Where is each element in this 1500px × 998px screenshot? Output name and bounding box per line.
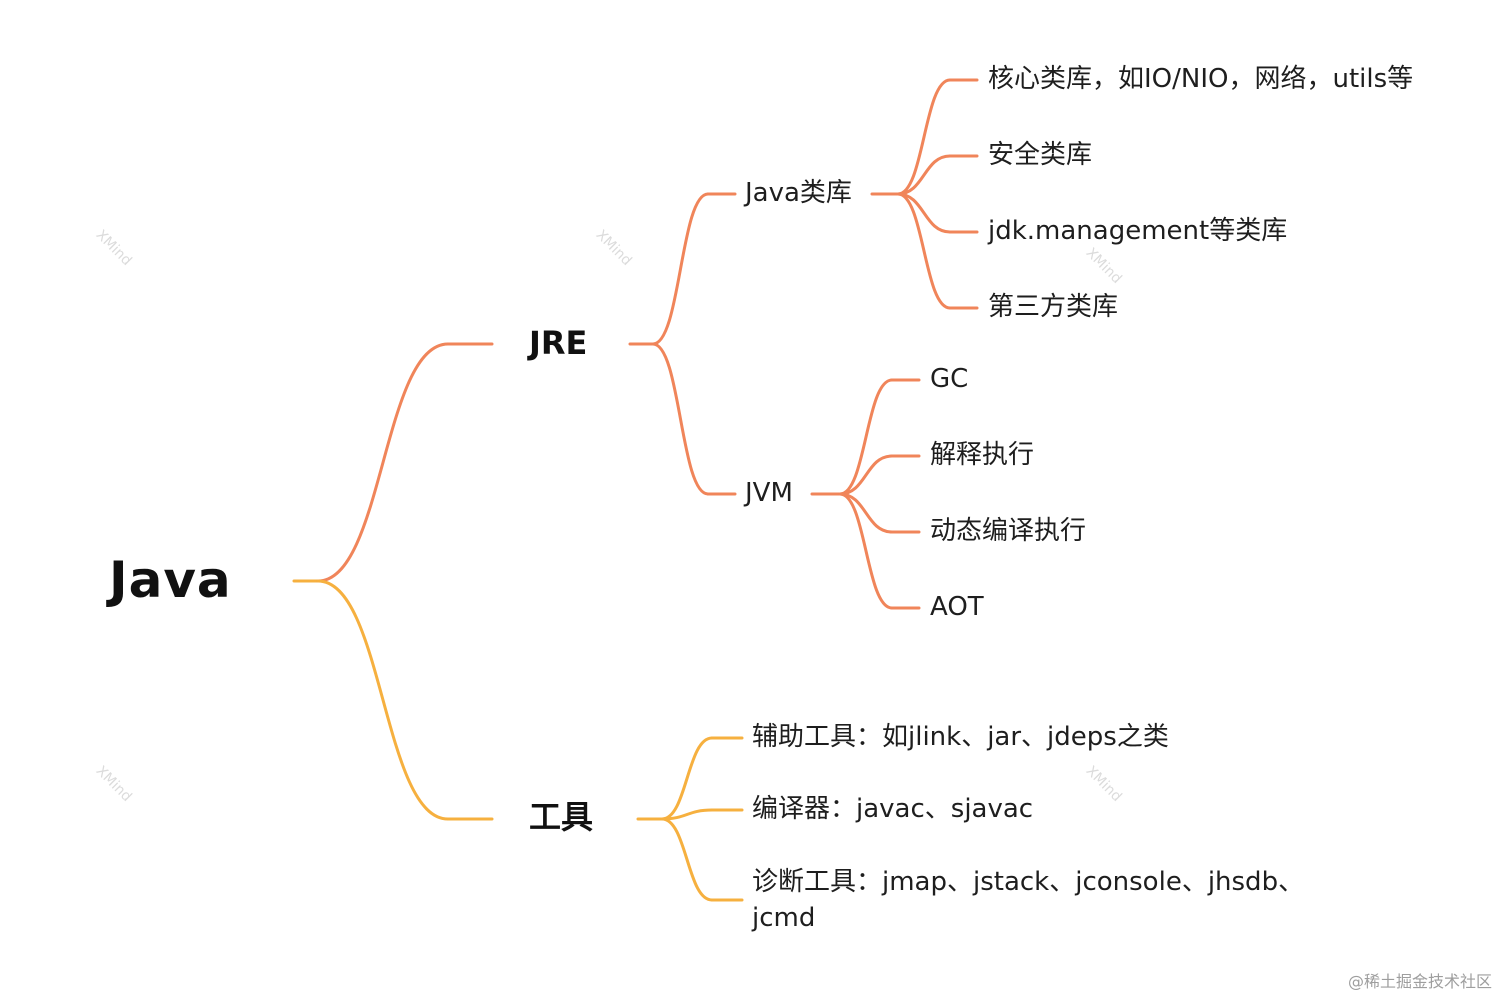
connector-classlib-leaf <box>896 154 952 196</box>
leaf-aot[interactable]: AOT <box>930 592 984 622</box>
leaf-auxiliary-tools[interactable]: 辅助工具：如jlink、jar、jdeps之类 <box>752 722 1169 752</box>
leaf-interpreter[interactable]: 解释执行 <box>930 440 1035 470</box>
connector-jvm-leaf <box>838 492 894 610</box>
leaf-third-party-libraries[interactable]: 第三方类库 <box>988 292 1119 322</box>
connector-tools-leaf <box>660 736 714 821</box>
branch-jre[interactable]: JRE <box>529 324 588 362</box>
connector-jvm-leaf <box>838 492 894 534</box>
connector-jvm-leaf <box>838 454 894 496</box>
branch-tools[interactable]: 工具 <box>529 798 594 836</box>
leaf-security-libraries[interactable]: 安全类库 <box>988 140 1093 170</box>
leaf-jdk-management[interactable]: jdk.management等类库 <box>988 216 1288 246</box>
connector-jre-classlib <box>651 192 710 346</box>
leaf-core-libraries[interactable]: 核心类库，如IO/NIO，网络，utils等 <box>988 64 1414 94</box>
sub-java-class-library[interactable]: Java类库 <box>745 178 852 208</box>
leaf-compiler[interactable]: 编译器：javac、sjavac <box>752 794 1034 824</box>
sub-jvm[interactable]: JVM <box>745 478 793 508</box>
leaf-gc[interactable]: GC <box>930 364 969 394</box>
connector-classlib-leaf <box>896 192 952 310</box>
leaf-jit[interactable]: 动态编译执行 <box>930 516 1087 546</box>
root-topic-java[interactable]: Java <box>109 551 232 609</box>
connector-root-tools <box>316 579 450 821</box>
source-credit: @稀土掘金技术社区 <box>1347 972 1492 991</box>
connector-jvm-leaf <box>838 378 894 496</box>
connector-tools-leaf <box>660 808 714 821</box>
connector-classlib-leaf <box>896 78 952 196</box>
connector-classlib-leaf <box>896 192 952 234</box>
leaf-diagnostic-tools[interactable]: 诊断工具：jmap、jstack、jconsole、jhsdb、jcmd <box>752 867 1305 933</box>
connector-jre-jvm <box>651 342 710 496</box>
connector-root-jre <box>316 342 450 583</box>
connector-tools-leaf <box>660 817 714 902</box>
